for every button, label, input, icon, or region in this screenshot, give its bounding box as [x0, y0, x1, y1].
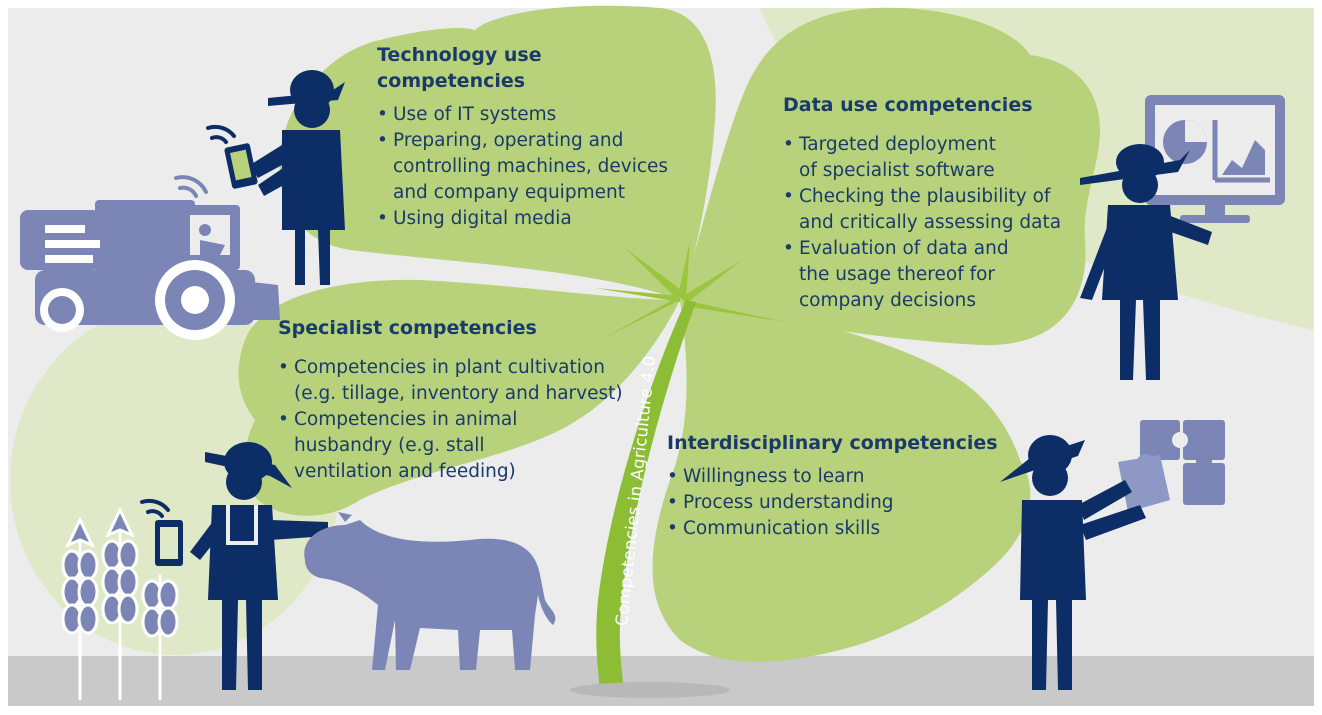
ground [8, 656, 1314, 706]
monitor-chart-icon [1145, 95, 1285, 223]
list-item: Willingness to learn [667, 464, 1007, 490]
tablet-icon [224, 143, 258, 189]
combine-harvester-icon [20, 200, 280, 340]
list-item: Competencies in animal husbandry (e.g. s… [278, 407, 648, 485]
data-heading: Data use competencies [783, 92, 1083, 118]
clover-stem [596, 300, 696, 690]
list-item: Preparing, operating and controlling mac… [377, 128, 677, 206]
list-item: Communication skills [667, 516, 1007, 542]
tablet-icon [155, 520, 183, 566]
wheat-icon [61, 506, 179, 700]
farmer-figure [250, 70, 345, 285]
list-item: Competencies in plant cultivation (e.g. … [278, 355, 648, 407]
list-item: Checking the plausibility of and critica… [783, 184, 1083, 236]
technology-heading: Technology use competencies [377, 42, 677, 94]
technology-section: Technology use competencies Use of IT sy… [377, 42, 677, 232]
list-item: Using digital media [377, 206, 677, 232]
farmer-figure [190, 442, 328, 690]
clover-center [595, 240, 785, 340]
list-item: Evaluation of data and the usage thereof… [783, 236, 1083, 314]
specialist-list: Competencies in plant cultivation (e.g. … [278, 355, 648, 485]
heading-line: competencies [377, 70, 526, 92]
wifi-icon [140, 498, 170, 518]
stem-shadow [570, 682, 730, 698]
technology-list: Use of IT systems Preparing, operating a… [377, 102, 677, 232]
wifi-icon [174, 175, 208, 198]
farmer-figure [1080, 144, 1212, 380]
specialist-heading: Specialist competencies [278, 315, 648, 341]
specialist-section: Specialist competencies Competencies in … [278, 315, 648, 485]
farmer-figure [1000, 435, 1146, 690]
heading-line: Interdisciplinary competencies [667, 432, 998, 454]
cow-icon [304, 512, 556, 670]
heading-line: Data use competencies [783, 94, 1033, 116]
data-list: Targeted deployment of specialist softwa… [783, 132, 1083, 314]
interdisciplinary-section: Interdisciplinary competencies Willingne… [667, 430, 1007, 542]
interdisciplinary-heading: Interdisciplinary competencies [667, 430, 1007, 456]
interdisciplinary-list: Willingness to learn Process understandi… [667, 464, 1007, 542]
list-item: Process understanding [667, 490, 1007, 516]
data-section: Data use competencies Targeted deploymen… [783, 92, 1083, 314]
wifi-icon [206, 124, 236, 144]
puzzle-icon [1118, 420, 1225, 512]
list-item: Use of IT systems [377, 102, 677, 128]
list-item: Targeted deployment of specialist softwa… [783, 132, 1083, 184]
heading-line: Specialist competencies [278, 317, 537, 339]
heading-line: Technology use [377, 44, 542, 66]
